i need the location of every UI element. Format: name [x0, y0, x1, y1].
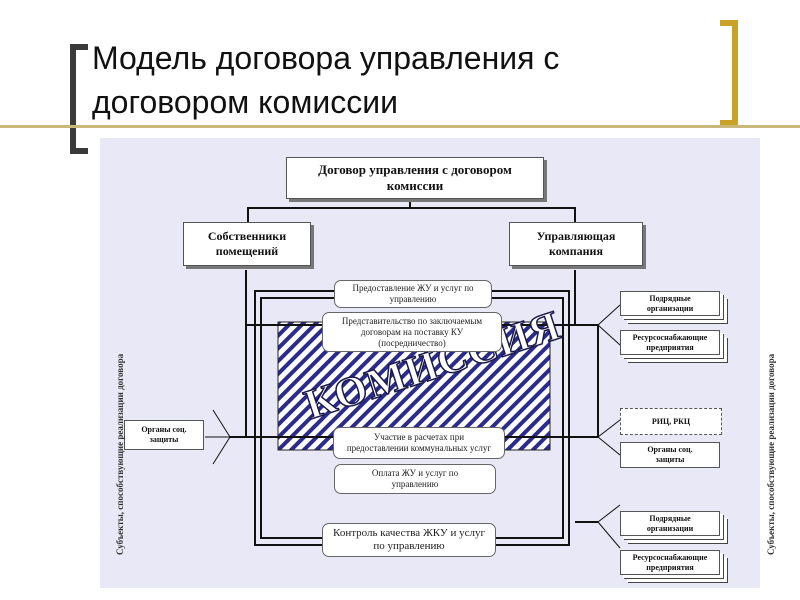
left-social-protection-box: Органы соц. защиты	[124, 420, 204, 450]
flow-quality-control: Контроль качества ЖКУ и услуг по управле…	[322, 523, 496, 557]
title-bracket-right	[720, 20, 738, 126]
right-suppliers-box-2: Ресурсоснабжающие предприятия	[620, 550, 720, 575]
flow-settlement: Участие в расчетах при предоставлении ко…	[333, 427, 505, 459]
right-suppliers-box-1: Ресурсоснабжающие предприятия	[620, 330, 720, 355]
right-social-protection-box: Органы соц. защиты	[620, 442, 720, 468]
right-ric-rkc-box: РИЦ, РКЦ	[620, 408, 722, 435]
owners-box: Собственники помещений	[183, 222, 311, 266]
top-contract-box: Договор управления с договором комиссии	[286, 157, 544, 199]
slide-title: Модель договора управления с договором к…	[92, 40, 560, 120]
flow-payment: Оплата ЖУ и услуг по управлению	[334, 464, 496, 494]
company-box: Управляющая компания	[509, 222, 643, 266]
flow-representation: Представительство по заключаемым договор…	[322, 312, 502, 352]
side-label-right: Субъекты, способствующие реализации дого…	[766, 353, 776, 555]
title-underline	[0, 125, 800, 128]
right-contractors-box-1: Подрядные организации	[620, 291, 720, 316]
side-label-left: Субъекты, способствующие реализации дого…	[115, 353, 125, 555]
title-bracket-left	[70, 44, 88, 154]
flow-housing-services: Предоставление ЖУ и услуг по управлению	[334, 280, 492, 308]
right-contractors-box-2: Подрядные организации	[620, 511, 720, 536]
